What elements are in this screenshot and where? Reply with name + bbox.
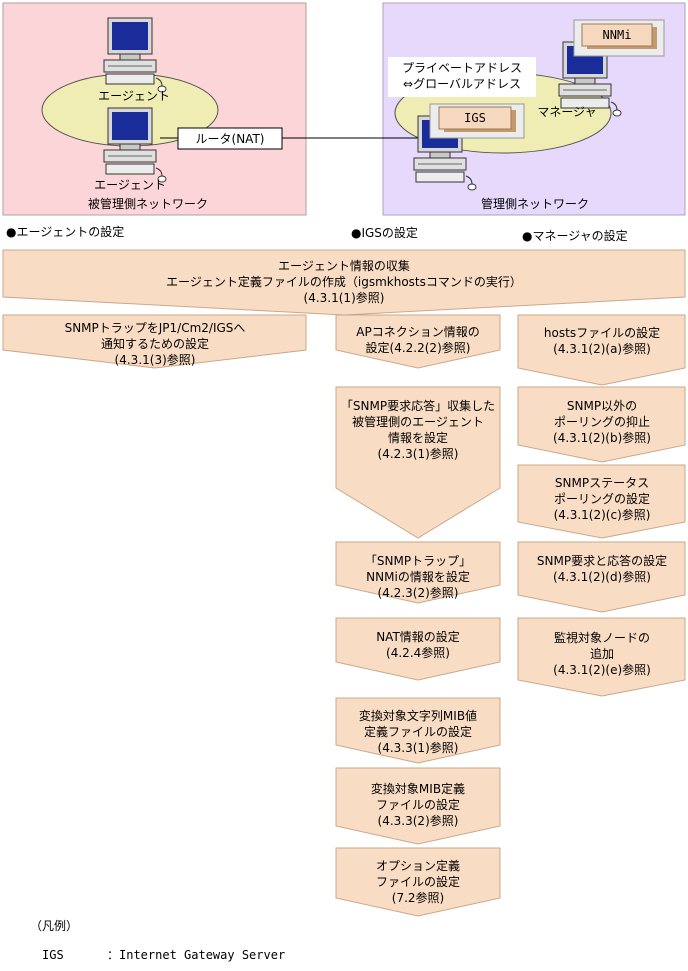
legend-definition: ：Internet Gateway Server: [107, 948, 286, 962]
agent-computer-bottom-icon: [103, 107, 167, 183]
igs-step-2-text: 「SNMP要求応答」収集した 被管理側のエージェント 情報を設定 (4.2.3(…: [340, 399, 496, 461]
igs-step-1-text: APコネクション情報の 設定(4.2.2(2)参照): [356, 325, 480, 355]
flow-manager-step-4: [517, 541, 686, 613]
igs-step-3-text: 「SNMPトラップ」 NNMiの情報を設定 (4.2.3(2)参照): [364, 554, 472, 600]
flow-igs-step-1: [335, 314, 501, 369]
agent-step-1-text: SNMPトラップをJP1/Cm2/IGSへ 通知するための設定 (4.3.1(3…: [64, 321, 246, 367]
flow-igs-step-5: [335, 697, 501, 764]
manager-step-5-text: 監視対象ノードの 追加 (4.3.1(2)(e)参照): [553, 631, 651, 677]
agent-computer-top-icon: [103, 17, 167, 93]
manager-step-4-text: SNMP要求と応答の設定 (4.3.1(2)(d)参照): [536, 554, 668, 584]
legend-term: IGS: [42, 948, 64, 962]
legend-title: （凡例）: [30, 919, 79, 933]
igs-step-4-text: NAT情報の設定 (4.2.4参照): [376, 630, 460, 660]
manager-step-1-text: hostsファイルの設定 (4.3.1(2)(a)参照): [543, 326, 661, 356]
igs-box: [438, 106, 512, 130]
flow-igs-step-2: [335, 386, 501, 539]
flow-manager-step-3: [517, 464, 686, 539]
igs-step-7-text: オプション定義 ファイルの設定 (7.2参照): [375, 859, 461, 905]
flow-top-shape: [2, 249, 686, 316]
igs-step-5-text: 変換対象文字列MIB値 定義ファイルの設定 (4.3.3(1)参照): [358, 709, 478, 755]
section-header-igs: ●IGSの設定: [351, 226, 418, 240]
flow-manager-step-2: [517, 386, 686, 463]
flow-manager-step-1: [517, 314, 686, 386]
flow-igs-step-4: [335, 617, 501, 681]
agent-top-label: エージェント: [98, 89, 170, 103]
flow-igs-step-3: [335, 541, 501, 604]
nnmi-label: NNMi: [602, 28, 632, 42]
address-conversion-box: [388, 57, 536, 97]
flow-igs-step-6: [335, 767, 501, 845]
igs-label: IGS: [464, 111, 486, 125]
router-label: ルータ(NAT): [195, 132, 265, 146]
manager-step-3-text: SNMPステータス ポーリングの設定 (4.3.1(2)(c)参照): [553, 476, 651, 522]
flow-agent-step-1: [2, 314, 307, 369]
router-box: [177, 127, 283, 150]
managed-network-label: 被管理側ネットワーク: [87, 197, 209, 211]
section-header-manager: ●マネージャの設定: [522, 229, 628, 243]
agent-bottom-label: エージェント: [94, 178, 166, 192]
flow-manager-step-5: [517, 617, 686, 697]
igs-step-6-text: 変換対象MIB定義 ファイルの設定 (4.3.3(2)参照): [370, 782, 466, 828]
address-conversion-label: プライベートアドレス ⇔グローバルアドレス: [401, 61, 523, 91]
flow-igs-step-7: [335, 847, 501, 917]
manager-label: マネージャ: [537, 105, 597, 119]
section-header-agent: ●エージェントの設定: [6, 225, 125, 239]
nnmi-box: [581, 23, 653, 47]
manager-step-2-text: SNMP以外の ポーリングの抑止 (4.3.1(2)(b)参照): [553, 399, 651, 445]
manager-network-label: 管理側ネットワーク: [480, 197, 590, 211]
flow-top-text: エージェント情報の収集 エージェント定義ファイルの作成（igsmkhostsコマ…: [166, 259, 522, 305]
